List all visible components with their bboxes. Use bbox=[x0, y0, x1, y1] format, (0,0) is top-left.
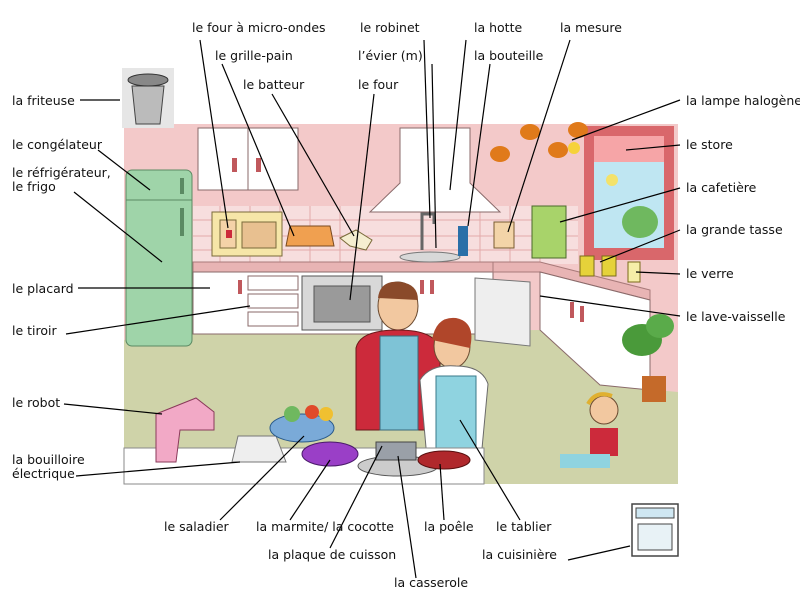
label-kettle-1: la bouilloire bbox=[12, 453, 85, 467]
drawer bbox=[248, 276, 298, 290]
label-glass: le verre bbox=[686, 267, 734, 281]
label-fryer: la friteuse bbox=[12, 94, 75, 108]
label-tap: le robinet bbox=[360, 21, 420, 35]
window-blind bbox=[594, 136, 664, 162]
label-oven: le four bbox=[358, 78, 398, 92]
deep-fryer-icon bbox=[122, 68, 174, 128]
window-pane bbox=[594, 160, 664, 248]
label-food-processor: le robot bbox=[12, 396, 60, 410]
label-frying-pan: la poêle bbox=[424, 520, 474, 534]
label-dishwasher: le lave-vaisselle bbox=[686, 310, 785, 324]
label-saucepan: la casserole bbox=[394, 576, 468, 590]
sink bbox=[400, 252, 460, 262]
toaster bbox=[286, 226, 334, 246]
stove-icon bbox=[632, 504, 678, 556]
saucepan bbox=[376, 442, 416, 460]
label-stove: la cuisinière bbox=[482, 548, 557, 562]
label-lamp: la lampe halogène bbox=[686, 94, 800, 108]
label-cupboard: le placard bbox=[12, 282, 74, 296]
label-coffee-maker: la cafetière bbox=[686, 181, 756, 195]
electric-kettle bbox=[232, 436, 286, 462]
label-microwave: le four à micro-ondes bbox=[192, 21, 326, 35]
countertop bbox=[193, 262, 493, 272]
label-blind: le store bbox=[686, 138, 733, 152]
stock-pot bbox=[302, 442, 358, 466]
label-bottle: la bouteille bbox=[474, 49, 543, 63]
coffee-maker bbox=[532, 206, 566, 258]
bottle bbox=[458, 226, 468, 256]
label-freezer: le congélateur bbox=[12, 138, 102, 152]
label-mug: la grande tasse bbox=[686, 223, 783, 237]
label-stock-pot: la marmite/ la cocotte bbox=[256, 520, 394, 534]
label-salad-bowl: le saladier bbox=[164, 520, 229, 534]
frying-pan bbox=[418, 451, 470, 469]
label-fridge-1: le réfrigérateur, bbox=[12, 166, 111, 180]
label-fridge-2: le frigo bbox=[12, 180, 56, 194]
label-sink: l’évier (m) bbox=[358, 49, 423, 63]
label-measure: la mesure bbox=[560, 21, 622, 35]
dishwasher bbox=[475, 278, 530, 346]
mug bbox=[580, 256, 594, 276]
label-kettle-2: électrique bbox=[12, 467, 75, 481]
label-hood: la hotte bbox=[474, 21, 522, 35]
label-drawer: le tiroir bbox=[12, 324, 57, 338]
label-mixer: le batteur bbox=[243, 78, 304, 92]
label-toaster: le grille-pain bbox=[215, 49, 293, 63]
label-hob: la plaque de cuisson bbox=[268, 548, 396, 562]
label-apron: le tablier bbox=[496, 520, 551, 534]
measuring-jug bbox=[494, 222, 514, 248]
